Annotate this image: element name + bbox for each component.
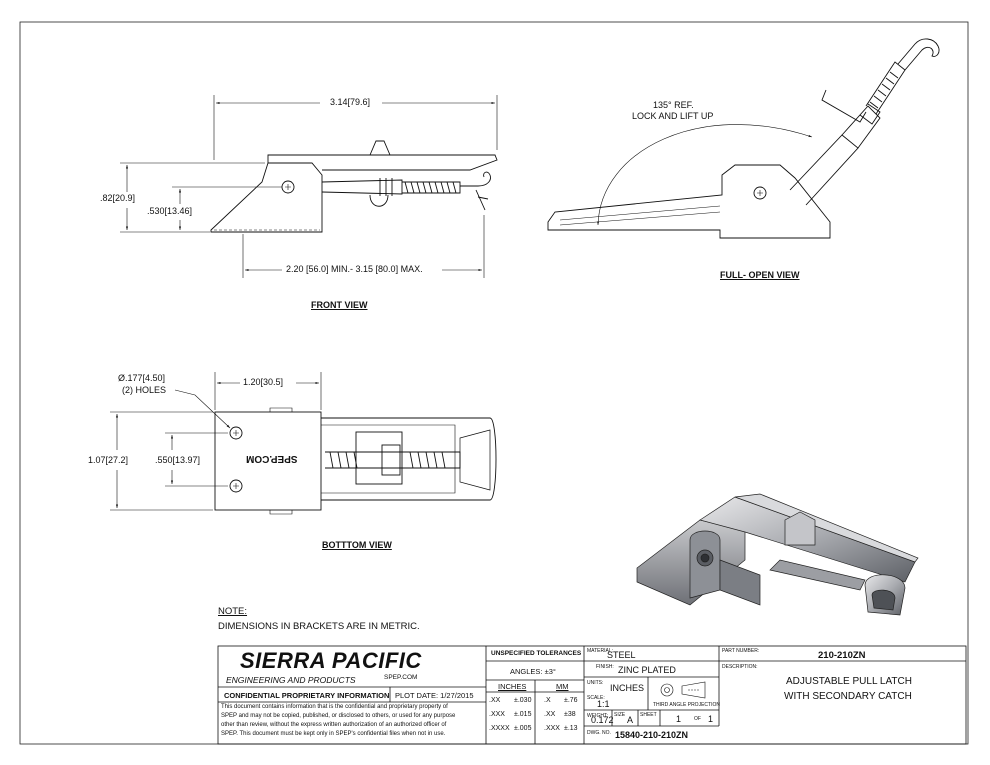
front-overall-length: 3.14[79.6] [330,97,371,107]
bottom-hole-spacing: .550[13.97] [155,455,201,465]
description-line-1: ADJUSTABLE PULL LATCH [786,676,912,687]
tolerances-header: UNSPECIFIED TOLERANCES [491,650,582,657]
confidential-line-1: This document contains information that … [221,704,448,710]
bottom-view-title: BOTTTOM VIEW [322,540,392,550]
projection-symbol [660,681,706,699]
bottom-hole-count: (2) HOLES [122,385,167,395]
sheet-border [19,21,969,745]
description-line-2: WITH SECONDARY CATCH [784,691,912,702]
tol-mm-val-2: ±38 [564,711,576,718]
tol-mm-key-2: .XX [544,711,556,718]
part-label: PART NUMBER: [722,648,760,654]
units-label: UNITS: [587,680,604,686]
finish-value: ZINC PLATED [618,665,676,675]
company-sub: ENGINEERING AND PRODUCTS [226,675,356,685]
weight-label: WEIGHT: [587,713,608,719]
open-angle-note-1: 135° REF. [653,100,694,110]
bottom-hole-diameter: Ø.177[4.50] [118,373,166,383]
weight-value: 0.172 [591,715,614,725]
bottom-stamp: SPEP.COM [246,453,298,464]
plot-date: PLOT DATE: 1/27/2015 [395,691,474,700]
front-view-drawing [210,140,498,233]
company-website: SPEP.COM [384,674,418,681]
note-heading: NOTE: [218,606,248,617]
projection-label: THIRD ANGLE PROJECTION [653,702,720,708]
tol-in-val-3: ±.005 [514,725,532,732]
tol-in-val-1: ±.030 [514,697,532,704]
tol-mm-key-1: .X [544,697,551,704]
open-view-drawing [547,38,940,239]
units-value: INCHES [610,683,645,693]
tol-mm-val-1: ±.76 [564,697,578,704]
tolerances-mm-header: MM [556,682,569,691]
bottom-view-dimensions [110,372,322,511]
front-view-dimensions [120,95,498,278]
company-name: SIERRA PACIFIC [240,648,422,673]
confidential-header: CONFIDENTIAL PROPRIETARY INFORMATION [224,691,390,700]
material-label: MATERIAL: [587,648,614,654]
sheet-value: 1 [676,714,682,724]
of-label: OF [694,716,701,722]
tol-mm-key-3: .XXX [544,725,560,732]
open-angle-note-2: LOCK AND LIFT UP [632,111,714,121]
finish-label: FINISH: [596,664,614,670]
confidential-line-4: SPEP. This document must be kept only in… [221,731,446,737]
scale-value: 1:1 [597,699,610,709]
tol-in-key-1: .XX [489,697,501,704]
size-value: A [627,715,634,725]
tol-in-val-2: ±.015 [514,711,532,718]
description-label: DESCRIPTION: [722,664,758,670]
bottom-width: 1.20[30.5] [243,377,284,387]
front-height: .82[20.9] [100,193,136,203]
tol-in-key-3: .XXXX [489,725,510,732]
size-label: SIZE [614,712,626,718]
dwg-label: DWG. NO. [587,730,611,736]
bottom-depth: 1.07[27.2] [88,455,129,465]
tol-in-key-2: .XXX [489,711,505,718]
tol-mm-val-3: ±.13 [564,725,578,732]
front-view-title: FRONT VIEW [311,300,368,310]
tolerances-angles: ANGLES: ±3° [510,667,556,676]
tolerances-inches-header: INCHES [498,682,527,691]
material-value: STEEL [607,650,636,660]
title-block-grid [217,645,967,745]
front-hole-height: .530[13.46] [147,206,193,216]
open-view-title: FULL- OPEN VIEW [720,270,800,280]
note-text: DIMENSIONS IN BRACKETS ARE IN METRIC. [218,621,420,632]
confidential-line-3: other than review, without the express w… [221,722,447,728]
sheet-total: 1 [708,714,714,724]
front-range: 2.20 [56.0] MIN.- 3.15 [80.0] MAX. [286,264,423,274]
isometric-view [636,493,919,616]
sheet-label: SHEET [640,712,657,718]
confidential-line-2: SPEP and may not be copied, published, o… [221,713,456,719]
scale-label: SCALE: [587,695,605,701]
dwg-number: 15840-210-210ZN [615,730,689,740]
part-number: 210-210ZN [818,650,866,661]
